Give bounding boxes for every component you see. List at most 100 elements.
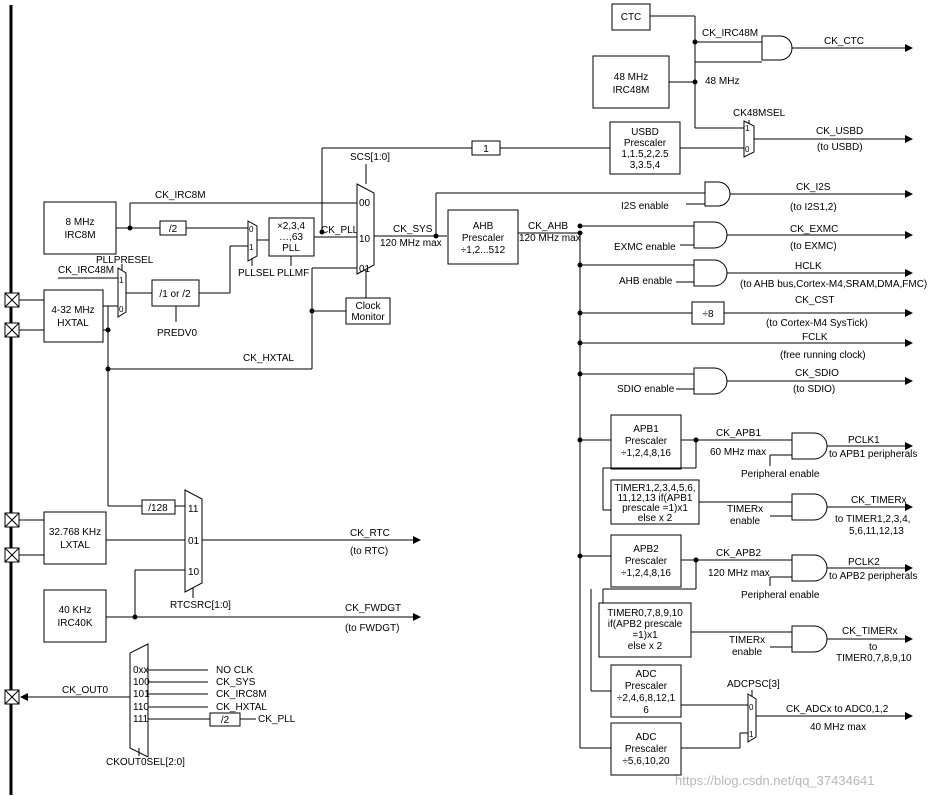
ck-pll-label: CK_PLL <box>321 225 359 236</box>
timer-apb2-3: =1)x1 <box>632 630 658 641</box>
adc-presc-4: 6 <box>643 705 649 716</box>
ahb-presc-1: AHB <box>473 221 494 232</box>
timer-apb1-2: 11,12,13 if(APB1 <box>618 493 693 504</box>
sdio-enable-label: SDIO enable <box>617 384 675 395</box>
watermark: https://blog.csdn.net/qq_37434641 <box>675 773 875 788</box>
i2s-enable-label: I2S enable <box>621 201 669 212</box>
timer-apb1-1: TIMER1,2,3,4,5,6, <box>614 483 695 494</box>
pll-label-2: …,63 <box>279 232 303 243</box>
div128-label: /128 <box>148 503 168 514</box>
pllsel-mux <box>247 220 258 262</box>
rtcsrc-label: RTCSRC[1:0] <box>170 600 231 611</box>
ck-sdio-label: CK_SDIO <box>795 368 839 379</box>
to-timer1-2: 5,6,11,12,13 <box>849 526 904 537</box>
ckout0sel-label: CKOUT0SEL[2:0] <box>106 757 185 768</box>
pin-lxtal-in <box>4 512 20 528</box>
ck-out0-label: CK_OUT0 <box>62 685 109 696</box>
lxtal-block <box>43 511 107 565</box>
pll-label-1: ×2,3,4 <box>277 221 306 232</box>
timerx-enable1-2: enable <box>730 516 760 527</box>
adc-presc-2: Prescaler <box>625 681 668 692</box>
rtcsrc-mux <box>184 489 203 593</box>
mhz60-max-label: 60 MHz max <box>710 447 766 458</box>
apb2-presc-2: Prescaler <box>625 556 668 567</box>
usbd-presc-2: Prescaler <box>624 138 667 149</box>
adc-presc-1: ADC <box>635 669 656 680</box>
ck-irc8m-label: CK_IRC8M <box>155 190 206 201</box>
to-rtc-label: (to RTC) <box>350 546 388 557</box>
ahb-and-gate <box>693 259 728 287</box>
out-101: 101 <box>133 689 150 700</box>
timerx-enable2-2: enable <box>732 647 762 658</box>
adc-prescaler2-block <box>610 722 682 776</box>
ahb-enable-label: AHB enable <box>619 276 673 287</box>
pllsel-label: PLLSEL <box>238 268 275 279</box>
hclk-label: HCLK <box>795 261 822 272</box>
to-timer0-2: TIMER0,7,8,9,10 <box>836 653 912 664</box>
irc8m-label-2: IRC8M <box>64 230 95 241</box>
scs-in00: 00 <box>359 198 371 209</box>
periph-enable1-label: Peripheral enable <box>741 469 820 480</box>
div2-irc8m-label: /2 <box>169 224 178 235</box>
mhz120-apb2-label: 120 MHz max <box>708 568 770 579</box>
to-i2s-label: (to I2S1,2) <box>790 202 837 213</box>
out-ck-sys-label: CK_SYS <box>216 677 256 688</box>
ck-usbd-label: CK_USBD <box>816 126 863 137</box>
ck-apb2-label: CK_APB2 <box>716 548 761 559</box>
to-apb1-periph-label: to APB1 peripherals <box>829 449 917 460</box>
irc48m-label-1: 48 MHz <box>614 72 648 83</box>
ck-timerx1-label: CK_TIMERx <box>851 495 907 506</box>
pll-block <box>268 217 315 257</box>
hxtal-label-2: HXTAL <box>57 318 89 329</box>
ahb-presc-2: Prescaler <box>462 233 505 244</box>
ck-i2s-label: CK_I2S <box>796 182 831 193</box>
mhz48-label: 48 MHz <box>705 76 739 87</box>
out-ck-irc8m-label: CK_IRC8M <box>216 689 267 700</box>
irc40k-block <box>43 589 107 643</box>
sdio-and-gate <box>693 367 728 395</box>
to-sdio-label: (to SDIO) <box>793 384 835 395</box>
hxtal-block <box>43 289 104 343</box>
ck-irc48m-left-label: CK_IRC48M <box>58 265 114 276</box>
ck-hxtal-label: CK_HXTAL <box>243 353 294 364</box>
div128-block <box>141 499 176 515</box>
irc8m-block <box>43 201 117 255</box>
pllmf-label: PLLMF <box>277 268 309 279</box>
to-exmc-label: (to EXMC) <box>790 241 837 252</box>
timer1-and-gate <box>791 493 828 521</box>
ck-irc48m-top-label: CK_IRC48M <box>702 28 758 39</box>
to-systick-label: (to Cortex-M4 SysTick) <box>766 318 868 329</box>
pll-label-3: PLL <box>282 243 300 254</box>
ck48msel-label: CK48MSEL <box>733 108 786 119</box>
presel-in0: 0 <box>119 305 124 314</box>
ckout0sel-mux <box>129 643 149 758</box>
ctc-and-gate <box>761 35 793 61</box>
pclk2-and-gate <box>791 554 828 582</box>
pllsel-in0: 0 <box>249 225 254 234</box>
ctc-label: CTC <box>621 12 642 23</box>
ck-timerx2-label: CK_TIMERx <box>842 626 898 637</box>
out-0xx: 0xx <box>133 665 149 676</box>
clock-monitor-2: Monitor <box>351 312 385 323</box>
pllpresel-mux <box>117 267 127 318</box>
mhz120-ahb-label: 120 MHz max <box>519 233 581 244</box>
apb1-presc-2: Prescaler <box>625 436 668 447</box>
irc48m-block <box>592 55 670 109</box>
to-ahb-bus-label: (to AHB bus,Cortex-M4,SRAM,DMA,FMC) <box>740 279 927 290</box>
irc40k-label-1: 40 KHz <box>59 605 92 616</box>
irc48m-label-2: IRC48M <box>613 85 650 96</box>
to-timer1-1: to TIMER1,2,3,4, <box>835 514 910 525</box>
ahb-presc-3: ÷1,2...512 <box>461 245 506 256</box>
div8-label: ÷8 <box>702 309 713 320</box>
to-apb2-periph-label: to APB2 peripherals <box>829 571 917 582</box>
ck-cst-label: CK_CST <box>795 295 834 306</box>
ck48-in0: 0 <box>745 145 750 154</box>
irc8m-label-1: 8 MHz <box>66 217 95 228</box>
to-fwdgt-label: (to FWDGT) <box>345 623 399 634</box>
ck-ahb-label: CK_AHB <box>528 221 568 232</box>
clock-monitor-block <box>345 297 391 325</box>
pin-hxtal-in <box>4 292 20 308</box>
irc40k-label-2: IRC40K <box>57 618 92 629</box>
ck-exmc-label: CK_EXMC <box>790 224 838 235</box>
apb1-presc-3: ÷1,2,4,8,16 <box>621 448 671 459</box>
